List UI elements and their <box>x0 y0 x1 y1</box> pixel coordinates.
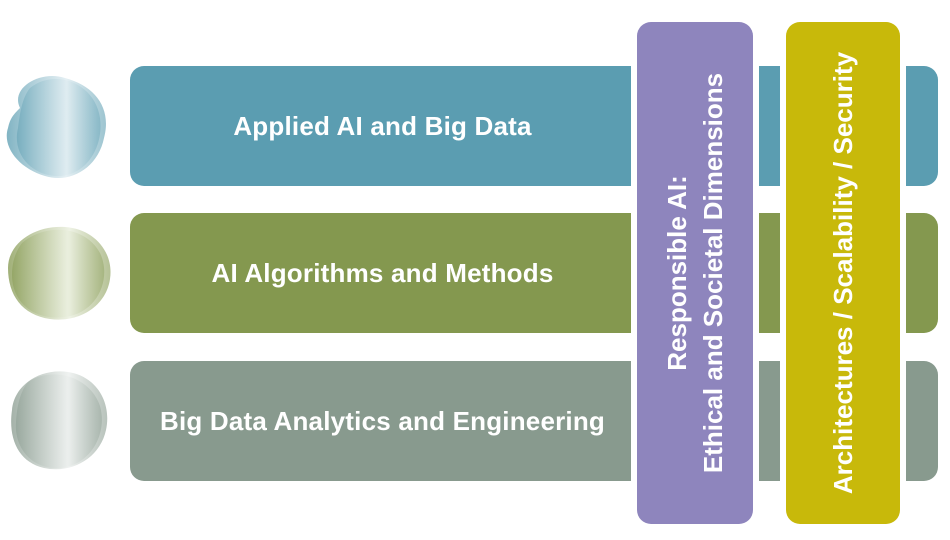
pillar-responsible-ai: Responsible AI: Ethical and Societal Dim… <box>637 22 753 524</box>
separator <box>900 60 906 490</box>
blob-icon-applied <box>0 68 120 188</box>
layer-label: AI Algorithms and Methods <box>211 258 554 288</box>
separator <box>780 60 786 490</box>
pillar-label: Responsible AI: Ethical and Societal Dim… <box>659 73 731 473</box>
separator <box>753 60 759 490</box>
pillar-architectures: Architectures / Scalability / Security <box>786 22 900 524</box>
layer-label: Applied AI and Big Data <box>233 111 532 141</box>
pillar-label: Architectures / Scalability / Security <box>825 52 861 494</box>
layer-label: Big Data Analytics and Engineering <box>159 406 606 436</box>
pillar-label-line2: Ethical and Societal Dimensions <box>698 72 728 474</box>
pillar-label-line1: Architectures / Scalability / Security <box>828 51 858 495</box>
separator <box>631 60 637 490</box>
blob-icon-algorithms <box>0 213 120 333</box>
blob-icon-analytics <box>0 360 120 480</box>
pillar-label-line1: Responsible AI: <box>662 175 692 371</box>
